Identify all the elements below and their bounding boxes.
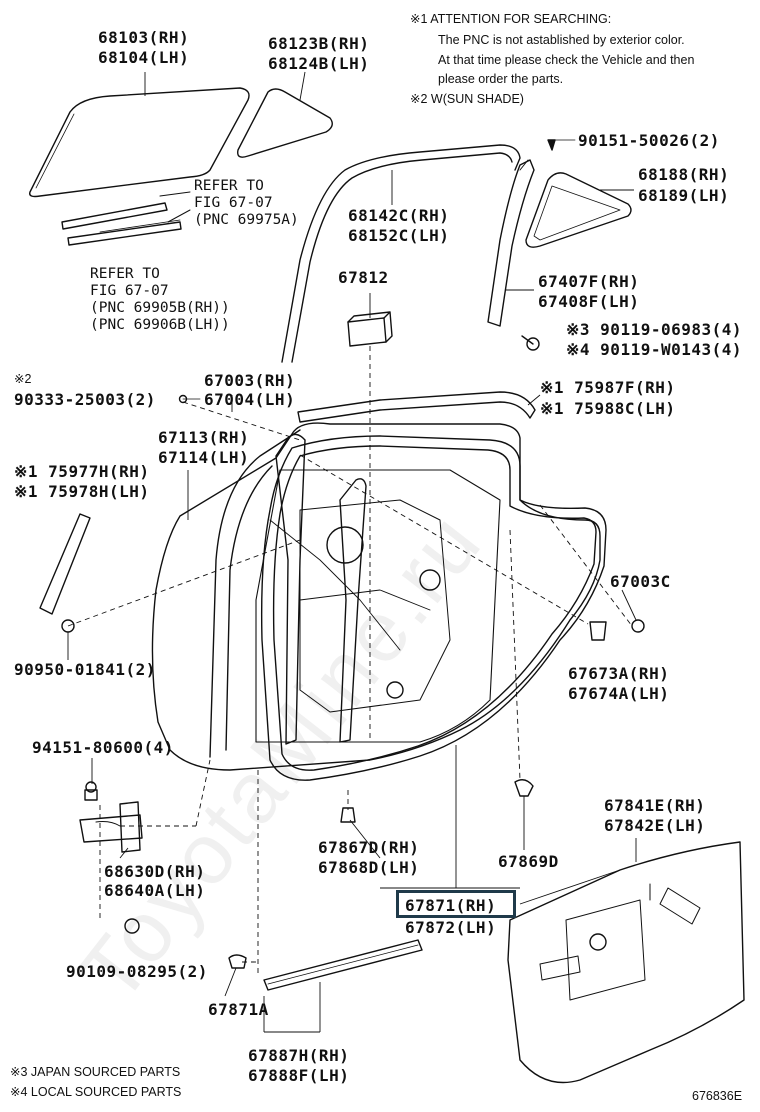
part-label-67004[interactable]: 67004(LH) xyxy=(204,390,296,409)
clip-67869 xyxy=(514,779,534,797)
part-label-67872[interactable]: 67872(LH) xyxy=(405,918,497,937)
note-1-line-3: please order the parts. xyxy=(438,72,564,86)
part-label-90119-06983[interactable]: ※3 90119-06983(4) xyxy=(566,320,743,339)
part-label-67408f[interactable]: 67408F(LH) xyxy=(538,292,640,311)
note-2: ※2 W(SUN SHADE) xyxy=(410,92,524,106)
part-label-67868d[interactable]: 67868D(LH) xyxy=(318,858,420,877)
part-note-90333: ※2 xyxy=(14,372,32,386)
part-label-68142c[interactable]: 68142C(RH) xyxy=(348,206,450,225)
part-label-67871[interactable]: 67871(RH) xyxy=(405,896,497,915)
part-label-90950[interactable]: 90950-01841(2) xyxy=(14,660,156,679)
part-label-68103[interactable]: 68103(RH) xyxy=(98,28,190,47)
part-label-90109[interactable]: 90109-08295(2) xyxy=(66,962,208,981)
pad-67812 xyxy=(347,317,387,347)
part-label-67407f[interactable]: 67407F(RH) xyxy=(538,272,640,291)
ref-fig-1-line-3[interactable]: (PNC 69975A) xyxy=(194,212,299,228)
ref-fig-2-line-1[interactable]: REFER TO xyxy=(90,266,160,282)
part-label-68123b[interactable]: 68123B(RH) xyxy=(268,34,370,53)
part-label-68640a[interactable]: 68640A(LH) xyxy=(104,881,206,900)
part-label-68630d[interactable]: 68630D(RH) xyxy=(104,862,206,881)
part-label-67871a[interactable]: 67871A xyxy=(208,1000,269,1019)
selected-part-highlight xyxy=(396,890,516,918)
note-3: ※3 JAPAN SOURCED PARTS xyxy=(10,1065,181,1079)
clip-67867 xyxy=(340,807,356,823)
note-1-line-2: At that time please check the Vehicle an… xyxy=(438,53,695,67)
clip-67673 xyxy=(589,621,607,641)
ref-fig-2-line-2[interactable]: FIG 67-07 xyxy=(90,283,169,299)
door-weatherstrip-67871 xyxy=(260,435,607,781)
part-label-67842e[interactable]: 67842E(LH) xyxy=(604,816,706,835)
note-4: ※4 LOCAL SOURCED PARTS xyxy=(10,1085,182,1099)
ref-fig-2-line-4[interactable]: (PNC 69906B(LH)) xyxy=(90,317,230,333)
part-label-67812[interactable]: 67812 xyxy=(338,268,389,287)
part-label-68189[interactable]: 68189(LH) xyxy=(638,186,730,205)
bolt-94151 xyxy=(84,789,98,801)
pillar-garnish-75977 xyxy=(39,513,91,615)
ref-fig-1-line-2[interactable]: FIG 67-07 xyxy=(194,195,273,211)
belt-strip-1 xyxy=(61,202,168,230)
part-label-67674a[interactable]: 67674A(LH) xyxy=(568,684,670,703)
part-label-75977h[interactable]: ※1 75977H(RH) xyxy=(14,462,150,481)
belt-strip-2 xyxy=(67,221,182,246)
part-label-68188[interactable]: 68188(RH) xyxy=(638,165,730,184)
quarter-glass-68188 xyxy=(525,172,632,248)
clip-67871a xyxy=(228,954,247,969)
part-label-75978h[interactable]: ※1 75978H(LH) xyxy=(14,482,150,501)
part-label-67114[interactable]: 67114(LH) xyxy=(158,448,250,467)
part-label-90119-w0143[interactable]: ※4 90119-W0143(4) xyxy=(566,340,743,359)
door-glass-68103 xyxy=(29,87,250,198)
hole-cover-67841 xyxy=(507,841,745,1084)
part-label-90151[interactable]: 90151-50026(2) xyxy=(578,131,720,150)
note-1-title: ※1 ATTENTION FOR SEARCHING: xyxy=(410,12,612,26)
rear-door-panel xyxy=(151,422,601,771)
part-label-75988c[interactable]: ※1 75988C(LH) xyxy=(540,399,676,418)
part-label-94151[interactable]: 94151-80600(4) xyxy=(32,738,174,757)
division-bar-67407 xyxy=(487,159,535,327)
part-label-67003c[interactable]: 67003C xyxy=(610,572,671,591)
part-label-68152c[interactable]: 68152C(LH) xyxy=(348,226,450,245)
part-label-90333[interactable]: 90333-25003(2) xyxy=(14,390,156,409)
part-label-67113[interactable]: 67113(RH) xyxy=(158,428,250,447)
belt-moulding-75987 xyxy=(297,391,536,423)
part-label-68104[interactable]: 68104(LH) xyxy=(98,48,190,67)
part-label-67888f[interactable]: 67888F(LH) xyxy=(248,1066,350,1085)
part-label-67841e[interactable]: 67841E(RH) xyxy=(604,796,706,815)
lower-weatherstrip-67887 xyxy=(263,939,423,991)
part-label-67867d[interactable]: 67867D(RH) xyxy=(318,838,420,857)
part-label-67869d[interactable]: 67869D xyxy=(498,852,559,871)
run-channel-68142 xyxy=(281,144,521,363)
part-label-75987f[interactable]: ※1 75987F(RH) xyxy=(540,378,676,397)
cap-67003c xyxy=(631,619,645,633)
door-check-68630 xyxy=(79,814,143,843)
note-1-line-1: The PNC is not astablished by exterior c… xyxy=(438,33,685,47)
frame-67113 xyxy=(275,433,306,745)
part-label-67887h[interactable]: 67887H(RH) xyxy=(248,1046,350,1065)
part-label-68124b[interactable]: 68124B(LH) xyxy=(268,54,370,73)
ref-fig-2-line-3[interactable]: (PNC 69905B(RH)) xyxy=(90,300,230,316)
part-label-67673a[interactable]: 67673A(RH) xyxy=(568,664,670,683)
part-label-67003[interactable]: 67003(RH) xyxy=(204,371,296,390)
figure-id: 676836E xyxy=(692,1089,743,1103)
quarter-glass-68123 xyxy=(237,88,333,158)
ref-fig-1-line-1[interactable]: REFER TO xyxy=(194,178,264,194)
